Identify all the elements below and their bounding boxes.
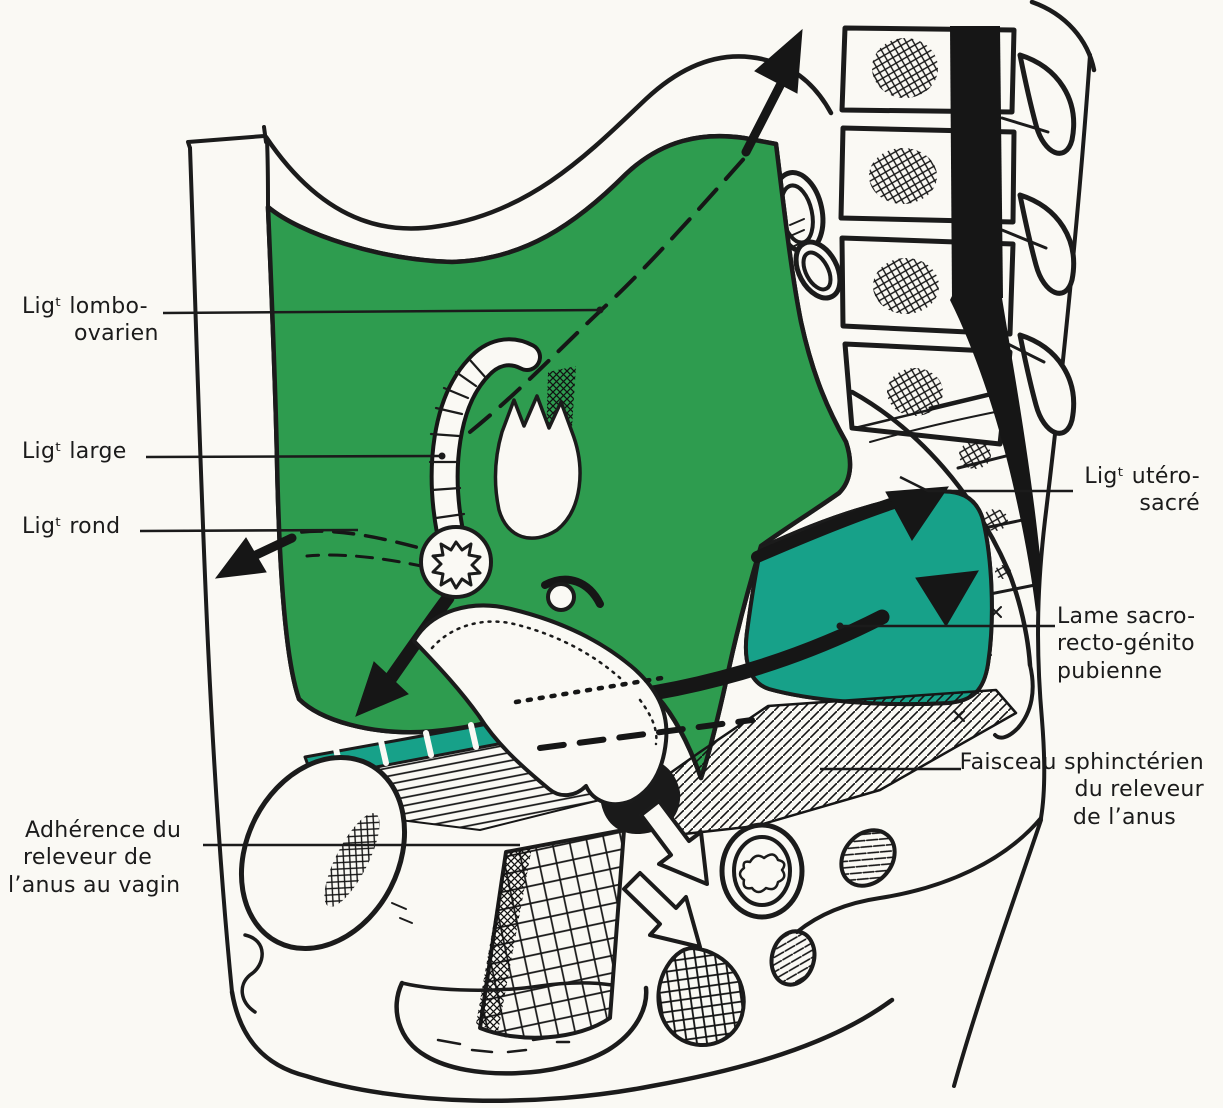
- spinal-black-band: [950, 26, 1003, 298]
- abdominal-wall-outer-line: [188, 146, 234, 994]
- label-line: Faisceau sphinctérien: [959, 750, 1204, 775]
- leader-dot: [438, 452, 446, 460]
- pubic-bone-marks: [391, 902, 413, 924]
- mons-labia-contour: [394, 980, 649, 1076]
- label-line: l’anus au vagin: [8, 872, 181, 898]
- axis-arrows: [622, 799, 709, 949]
- label-line: du releveur: [1074, 777, 1204, 803]
- leader-ligt-large: [145, 454, 441, 459]
- round-ligament-arrow-shaft: [251, 533, 297, 560]
- cervical-canal-star: [431, 540, 482, 590]
- label-line: releveur de: [23, 845, 153, 871]
- perineal-contour: [229, 989, 895, 1103]
- label-lame-sacro-recto-genito: Lame sacro- recto-génito pubienne: [1057, 603, 1195, 685]
- uterine-isthmus-section: [419, 525, 493, 599]
- label-line: Lame sacro-: [1057, 604, 1196, 629]
- anal-canal: [656, 946, 746, 1047]
- pubic-bone-section: [238, 754, 408, 952]
- leader-lines: [139, 306, 1073, 847]
- lombo-ovarian-arrowhead: [754, 28, 803, 94]
- sacral-segment-lines: [928, 388, 1037, 597]
- coccyx-tip: [993, 663, 1035, 740]
- label-line: Adhérence du: [25, 818, 182, 843]
- pubic-bone-spot: [324, 813, 380, 907]
- label-line: recto-génito: [1057, 631, 1195, 657]
- uterine-vessel-section: [546, 582, 576, 612]
- label-faisceau-sphincterien: Faisceau sphinctérien du releveur de l’a…: [960, 749, 1204, 831]
- leader-utero-sacre: [899, 475, 1073, 493]
- spinous-process: [1017, 332, 1076, 436]
- anal-axis-arrow: [622, 871, 702, 949]
- spine: [770, 0, 1097, 740]
- sacral-black-band: [950, 296, 1041, 612]
- label-ligament-rond: Ligᵗ rond: [22, 513, 120, 540]
- vulvar-fold-line: [240, 933, 264, 1014]
- sacro-recto-genital-sheet: [540, 486, 994, 711]
- label-line: sacré: [1139, 491, 1200, 517]
- cervix-direction-arrowhead: [355, 661, 409, 717]
- levator-sphincteric-bundle: [630, 688, 1018, 838]
- leader-ligt-rond: [139, 528, 359, 533]
- dashed-axis-line: [537, 717, 755, 751]
- posterior-thigh-line: [952, 818, 1043, 1088]
- leader-dot: [836, 622, 844, 630]
- label-adherence-releveur: Adhérence du releveur de l’anus au vagin: [8, 817, 181, 899]
- vaginal-axis-arrow: [639, 799, 709, 886]
- ovary-fimbria: [493, 394, 582, 540]
- dotted-axis-line: [513, 675, 665, 705]
- fallopian-tube: [433, 341, 538, 543]
- label-line: Ligᵗ utéro-: [1084, 464, 1200, 489]
- upper-spinous-contour: [1029, 0, 1097, 73]
- leader-dot: [596, 306, 604, 314]
- uterus-adnexa: [412, 337, 755, 807]
- label-ligament-lombo-ovarien: Ligᵗ lombo- ovarien: [22, 293, 159, 348]
- label-ligament-large: Ligᵗ large: [22, 438, 127, 465]
- label-line: de l’anus: [1072, 804, 1176, 830]
- anal-sphincter: [719, 822, 805, 920]
- label-line: pubienne: [1057, 658, 1163, 684]
- label-line: Ligᵗ large: [22, 439, 127, 464]
- uterus-body: [412, 603, 669, 807]
- introitus-marks: [503, 1034, 571, 1044]
- perineal-body-section: [769, 929, 817, 987]
- tube-rungs: [428, 358, 488, 520]
- label-line: Ligᵗ lombo-: [22, 294, 148, 319]
- spinous-process: [1017, 192, 1076, 296]
- round-ligament-arrowhead: [214, 537, 267, 579]
- label-line: Ligᵗ rond: [22, 514, 121, 539]
- label-ligament-utero-sacre: Ligᵗ utéro- sacré: [1084, 463, 1200, 518]
- vertebral-bone-spots: [869, 38, 1011, 579]
- ischio-anal-fat-pad: [839, 828, 897, 888]
- lombo-ovarian-dashed-path: [468, 152, 750, 434]
- sacro-genital-arrowhead: [915, 570, 979, 627]
- pelvic-floor: [238, 688, 1018, 1076]
- spinous-process: [1017, 52, 1076, 156]
- levator-wrap-on-vagina: [476, 847, 532, 1032]
- intervertebral-lines: [1000, 116, 1050, 364]
- back-contour: [1036, 53, 1092, 820]
- gluteal-fold-line: [795, 816, 1043, 934]
- label-line: ovarien: [74, 321, 159, 347]
- body-outline: [186, 53, 1092, 1103]
- uterus-shading: [430, 620, 658, 746]
- uterosacral-arrowhead: [885, 486, 949, 541]
- posterior-fornix-arc: [541, 575, 604, 608]
- leader-lombo-ovarien: [162, 308, 601, 315]
- abdominal-wall-inner-line: [265, 138, 270, 208]
- direction-arrows: [214, 28, 803, 717]
